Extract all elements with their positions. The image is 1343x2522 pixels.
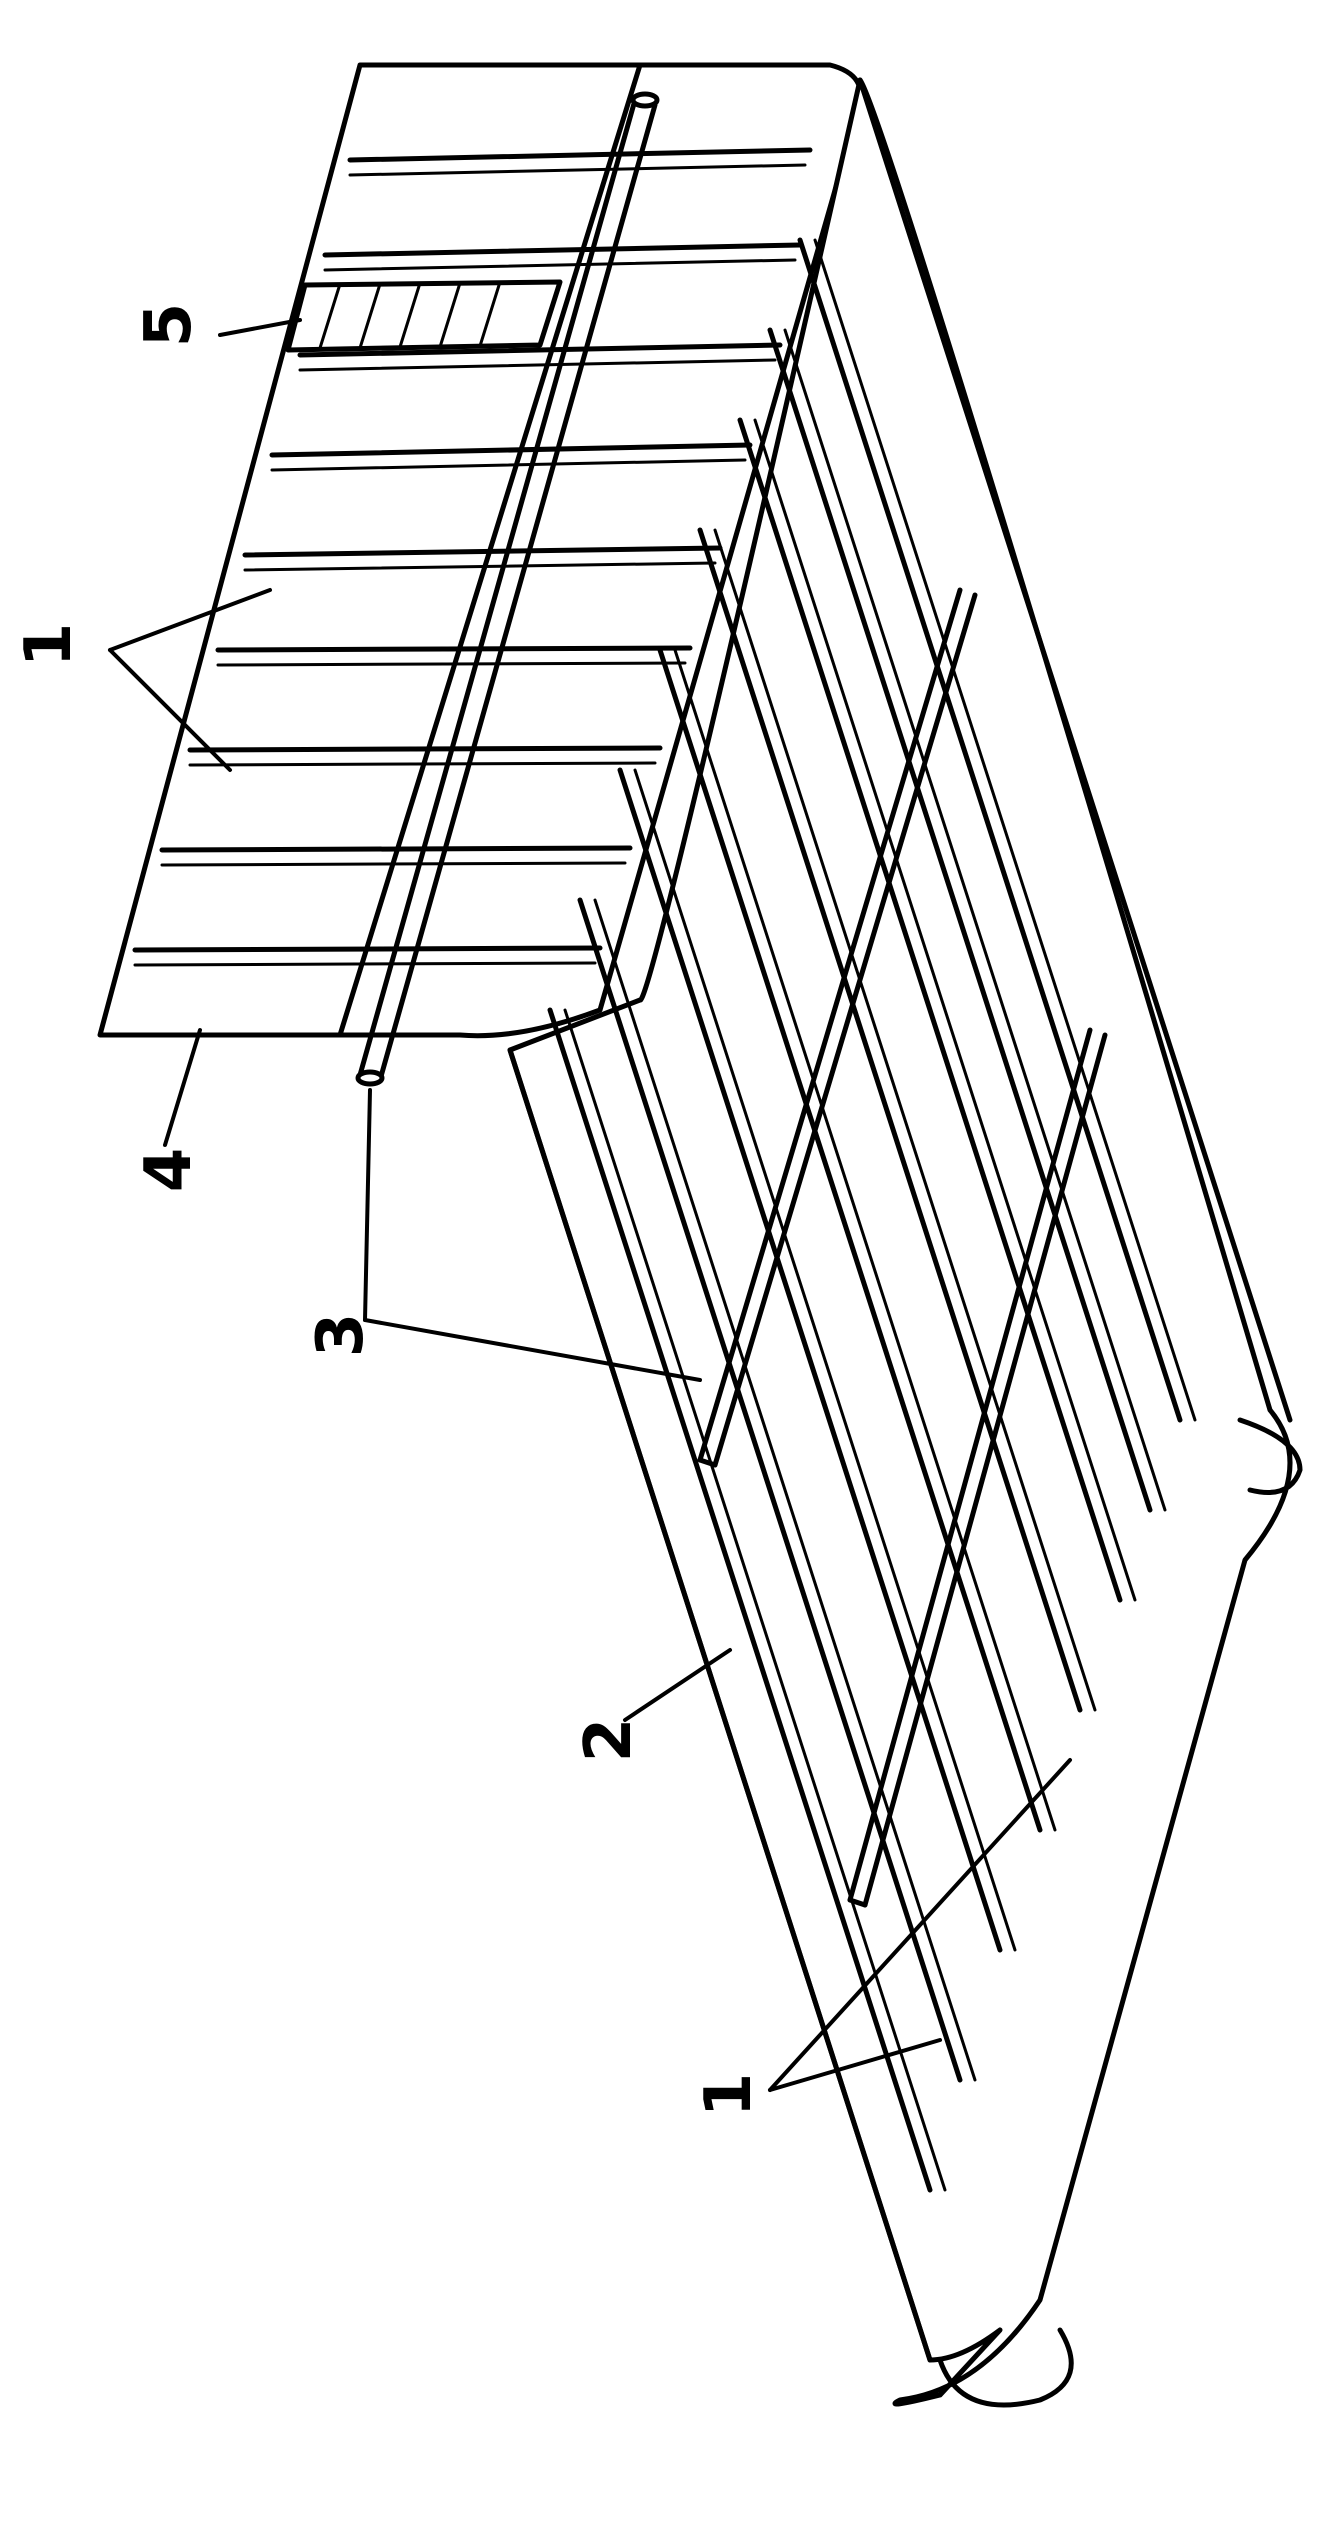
leader-1b-upper — [768, 1758, 1072, 2092]
callout-labels: 1 5 4 3 2 1 — [12, 303, 766, 2118]
lower-skin — [507, 77, 1303, 2408]
upper-panel — [97, 62, 864, 1087]
callout-1a: 1 — [12, 623, 86, 668]
leader-3-rod-upper — [363, 1088, 372, 1322]
hatched-insert — [285, 279, 563, 353]
callout-1b: 1 — [692, 2073, 766, 2118]
leader-1a-lower — [108, 648, 232, 772]
lower-skin-outline — [507, 77, 1293, 2407]
stringers — [547, 237, 1197, 2193]
callout-3: 3 — [304, 1313, 378, 1358]
leader-1b-lower — [768, 2038, 942, 2092]
callout-2: 2 — [572, 1718, 646, 1763]
leader-lines — [108, 318, 1072, 2092]
leader-3-rod-lower — [363, 1318, 702, 1382]
leader-2 — [623, 1648, 732, 1722]
lower-skin-end-cap — [937, 2327, 1074, 2408]
transverse-rods — [697, 587, 1108, 1908]
upper-panel-stiffeners — [132, 147, 813, 967]
rod-upper — [355, 91, 660, 1087]
callout-4: 4 — [132, 1148, 206, 1193]
callout-5: 5 — [132, 303, 206, 348]
leader-1a-upper — [108, 588, 272, 652]
leader-5 — [218, 318, 302, 337]
leader-4 — [163, 1028, 202, 1147]
lower-skin-fold — [1237, 1417, 1303, 1495]
